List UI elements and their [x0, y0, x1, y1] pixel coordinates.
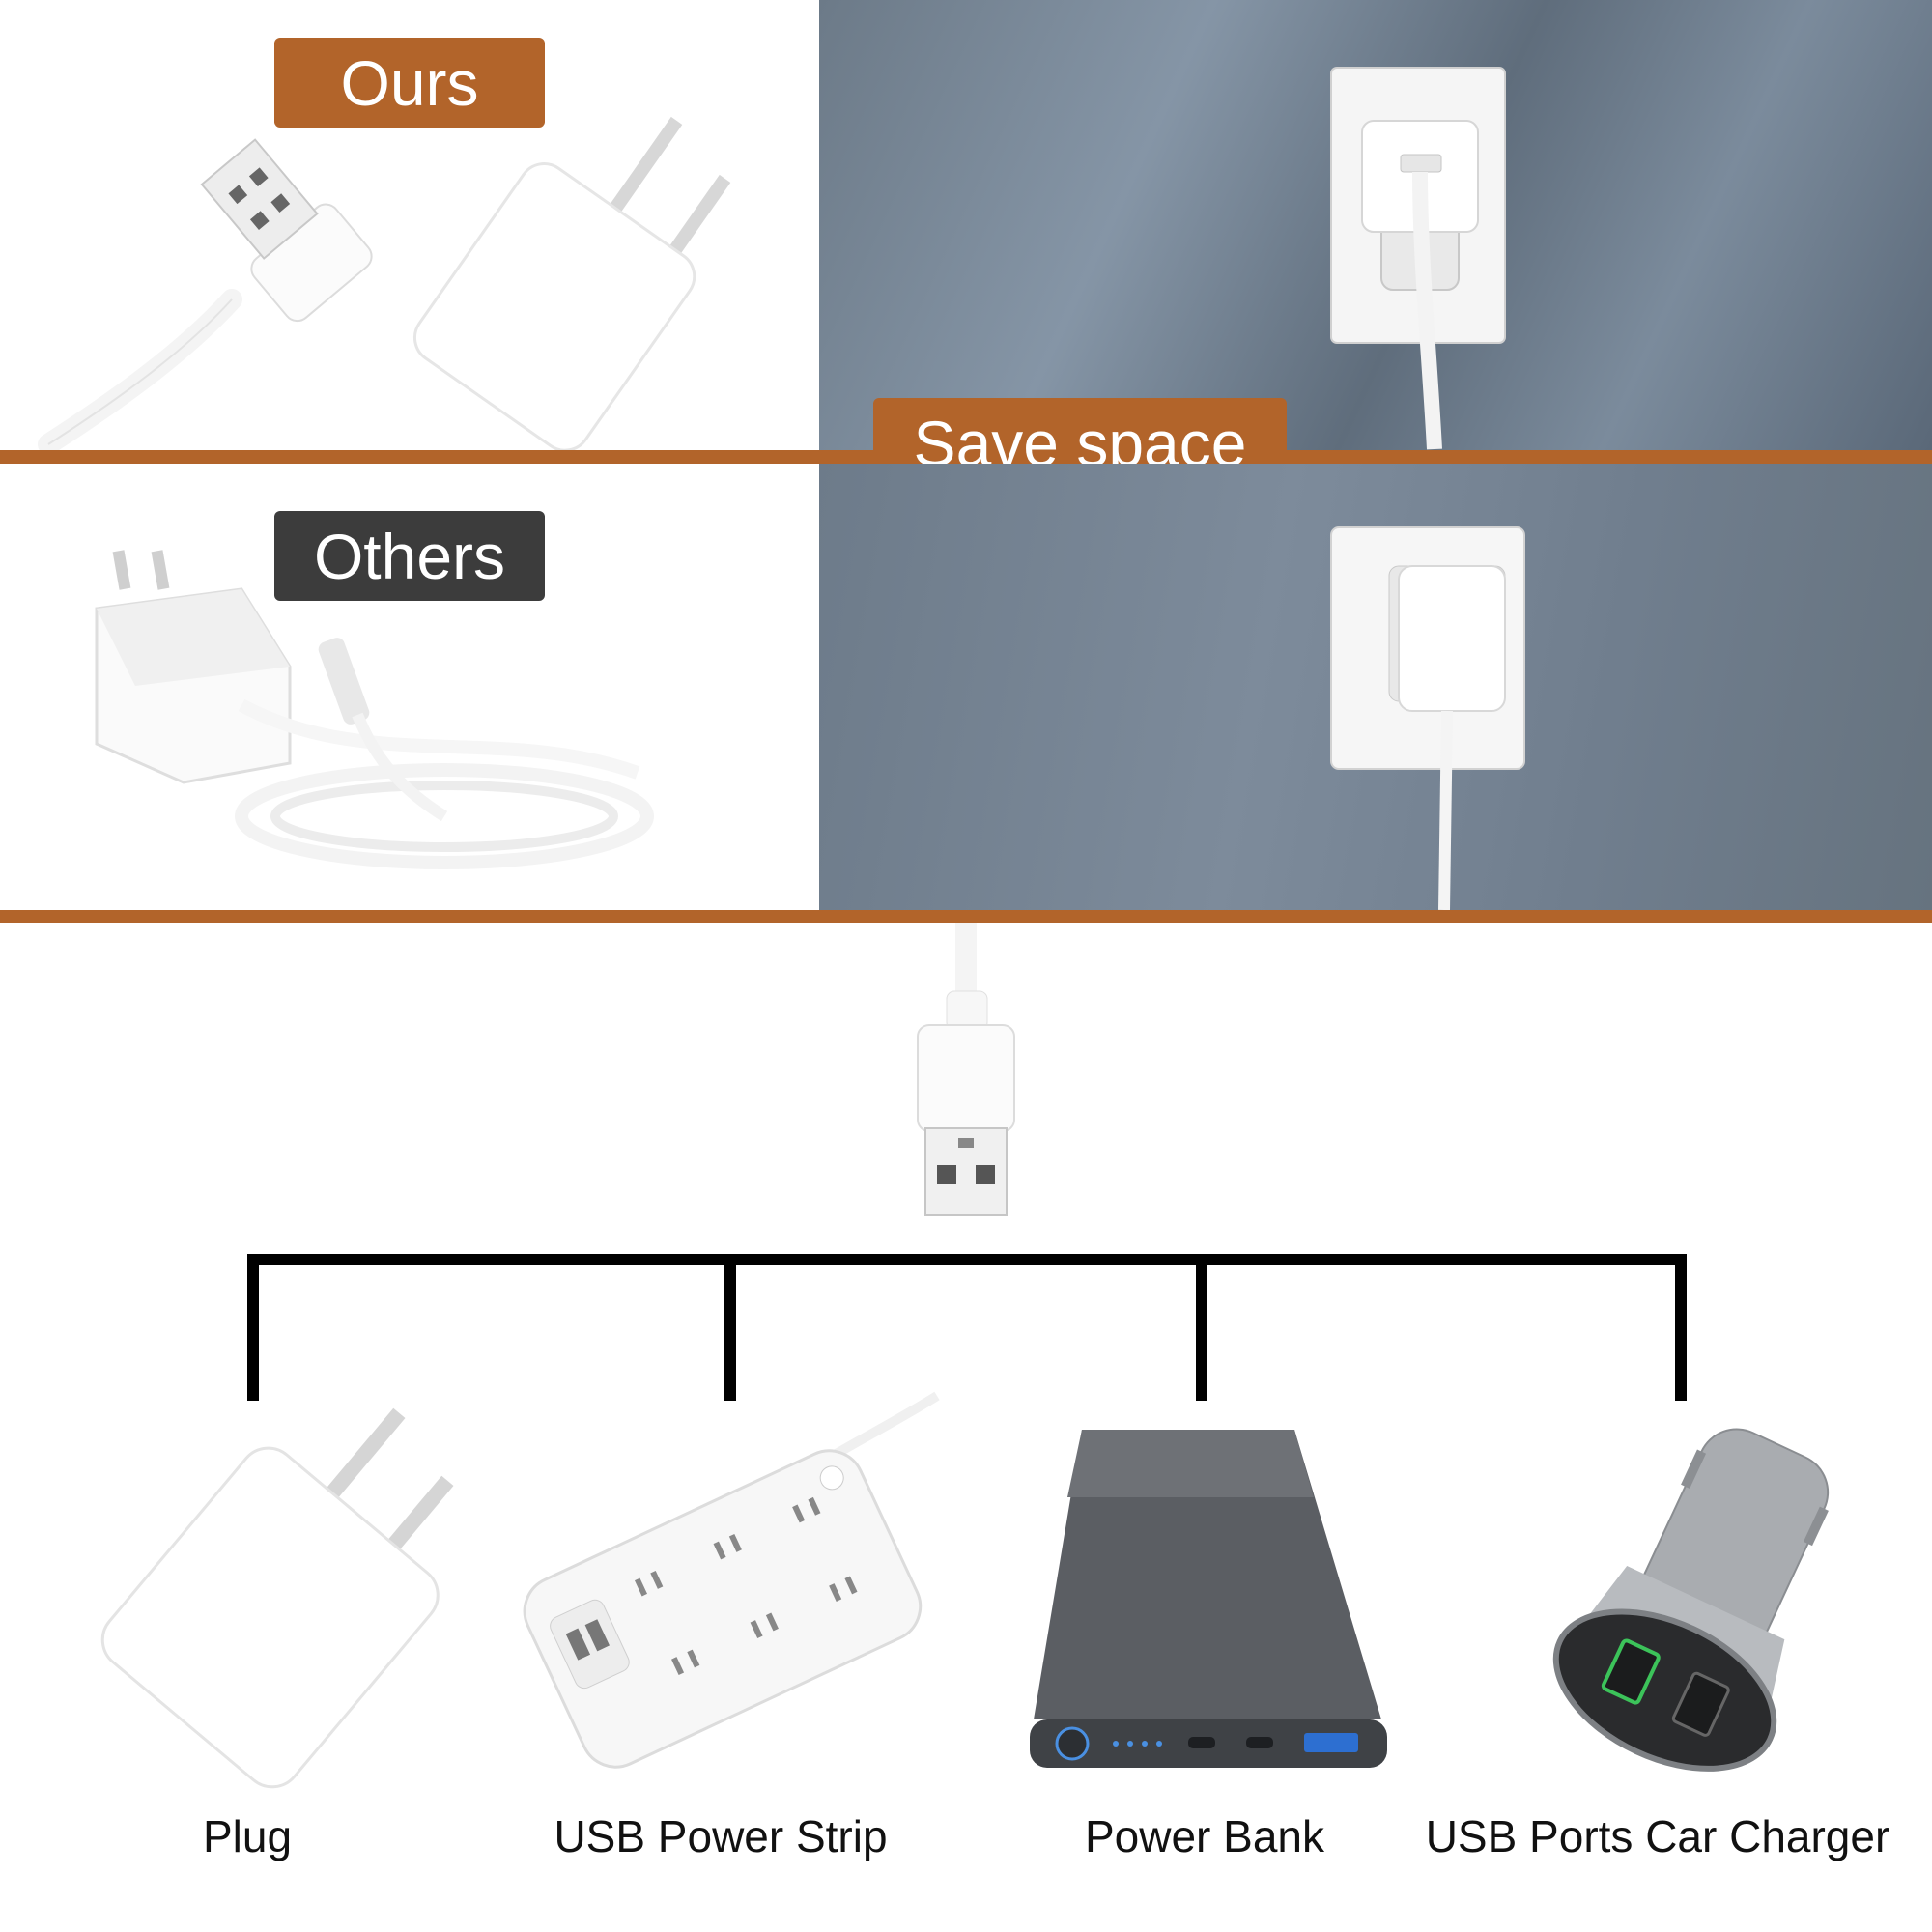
- tree-horizontal-bar: [247, 1254, 1687, 1265]
- device-label-power-bank: Power Bank: [1084, 1811, 1324, 1861]
- others-adapter-with-cable-icon: [95, 550, 654, 869]
- divider-top: [0, 450, 873, 464]
- car-charger-icon: [1552, 1428, 1830, 1772]
- usb-connector-icon: [917, 923, 1015, 1216]
- ours-usb-cable-icon: [38, 138, 373, 455]
- wall-plug-adapter-icon: [100, 1407, 454, 1789]
- divider-bottom: [0, 910, 1932, 923]
- wall-socket-ours-icon: [1330, 67, 1506, 450]
- tree-branch-car-charger: [1675, 1254, 1687, 1401]
- ours-label-text: Ours: [340, 46, 479, 119]
- device-label-plug: Plug: [202, 1811, 293, 1861]
- tree-branch-plug: [247, 1254, 259, 1401]
- device-label-usb-power-strip: USB Power Strip: [554, 1811, 888, 1861]
- tree-branch-power-strip: [724, 1254, 736, 1401]
- power-bank-icon: [1030, 1430, 1387, 1768]
- divider-top-right: [1287, 450, 1932, 464]
- tree-branch-power-bank: [1196, 1254, 1208, 1401]
- others-label: Others: [274, 511, 545, 601]
- wall-socket-others-icon: [1330, 526, 1525, 911]
- device-label-car-charger: USB Ports Car Charger: [1425, 1811, 1890, 1861]
- others-label-text: Others: [313, 520, 506, 592]
- ours-label: Ours: [274, 38, 545, 128]
- ours-power-adapter-icon: [412, 116, 731, 452]
- usb-power-strip-icon: [523, 1391, 940, 1769]
